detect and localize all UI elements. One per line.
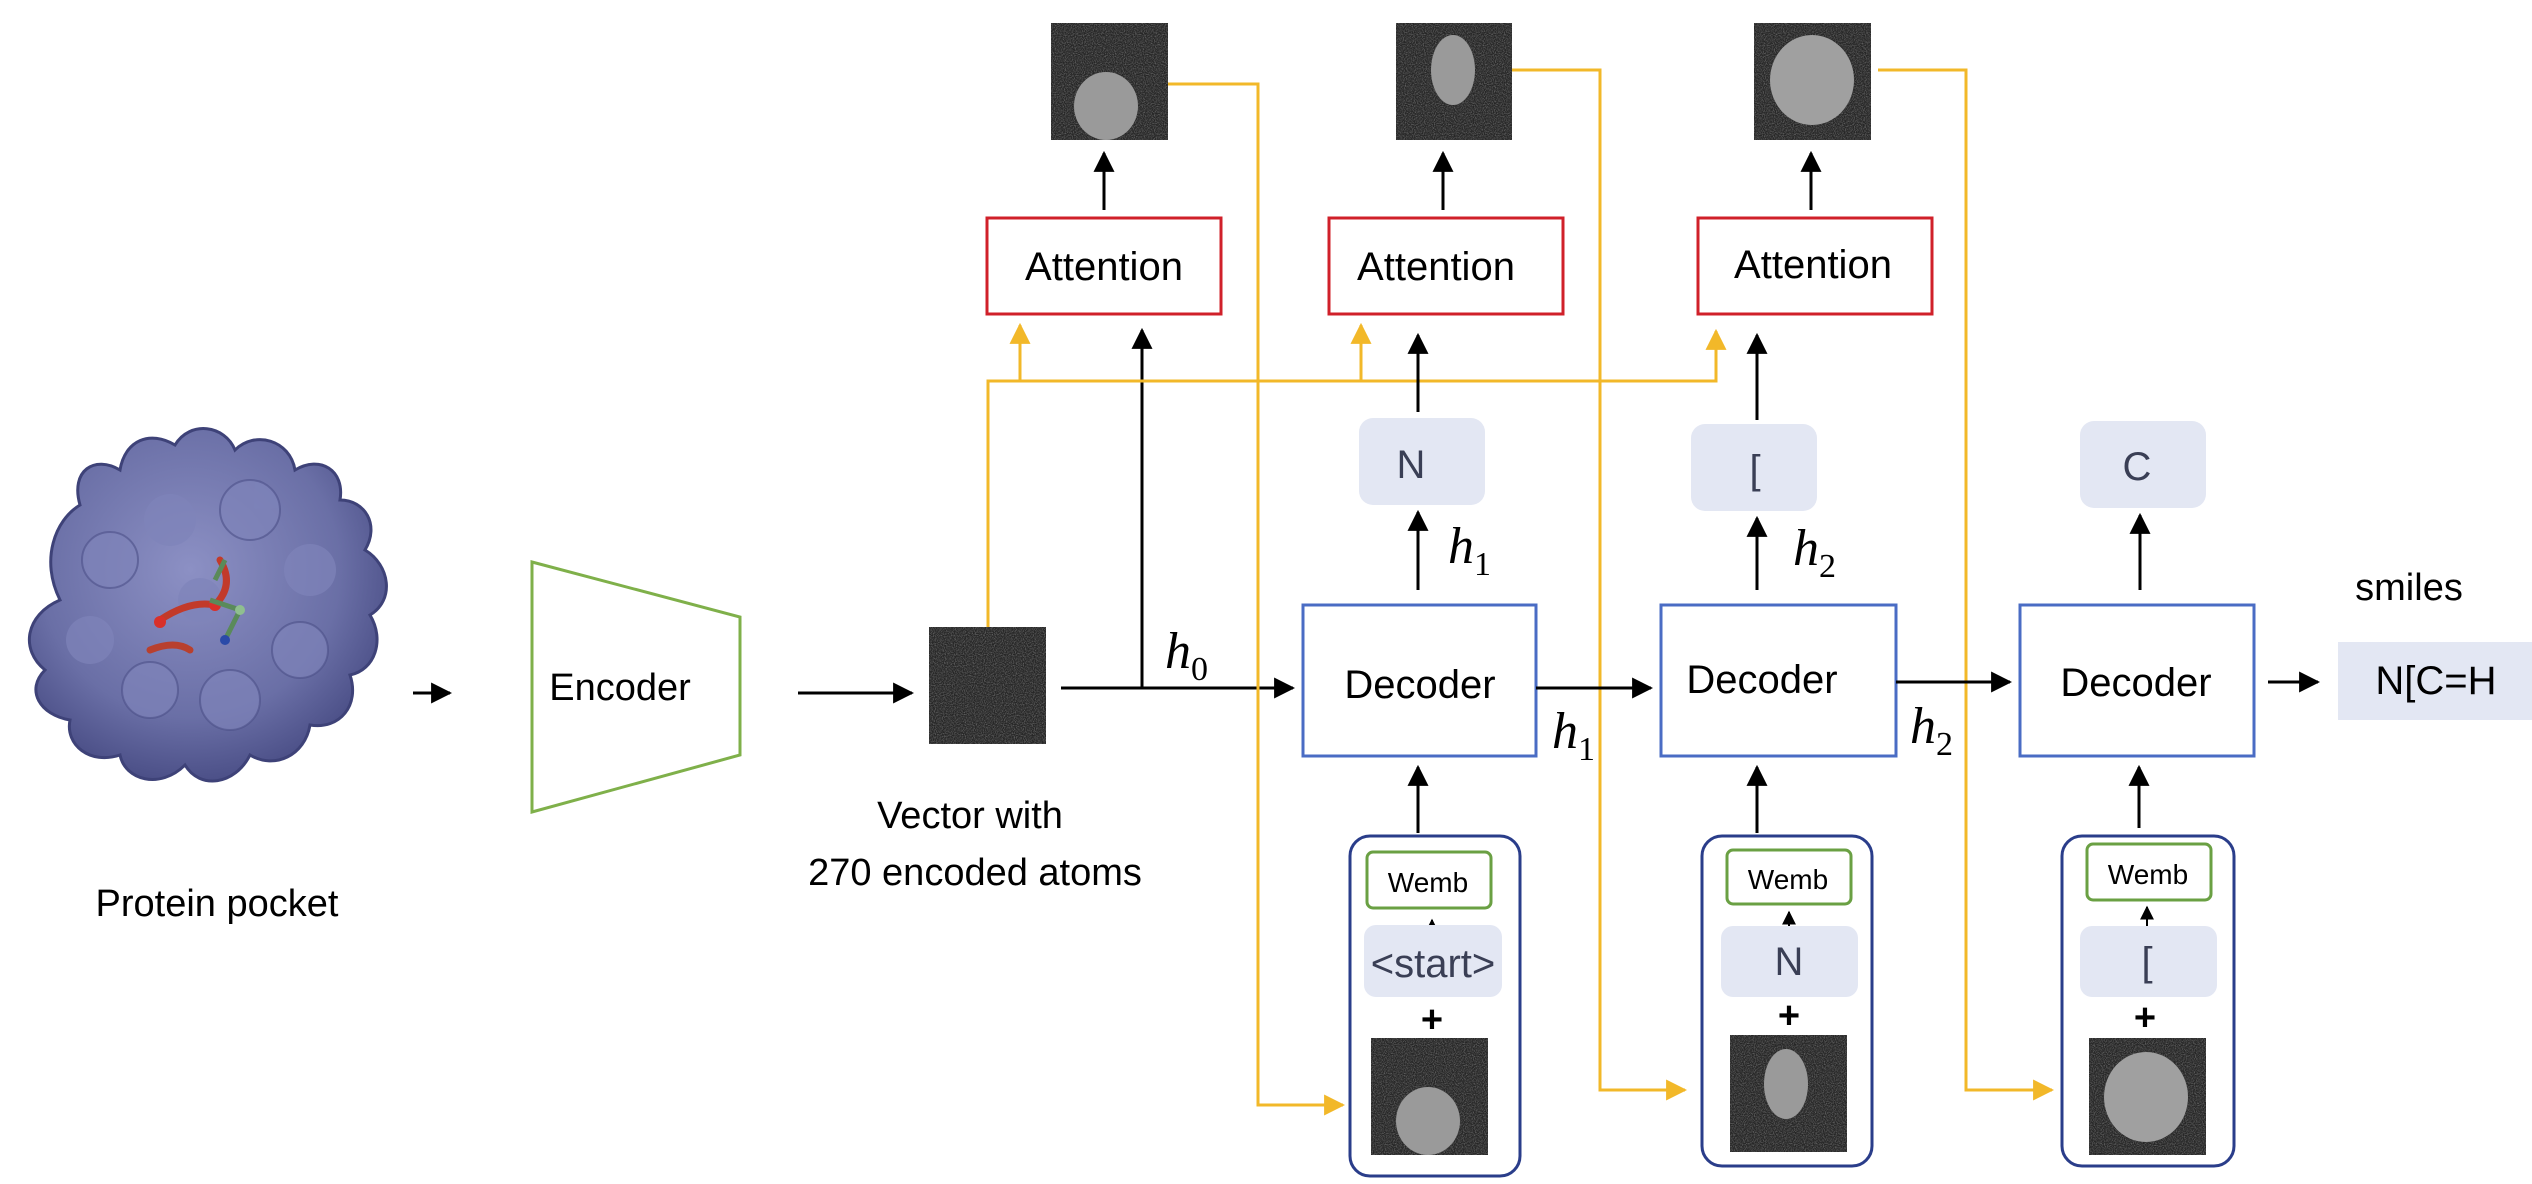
protein-pocket-label: Protein pocket — [96, 883, 339, 925]
plus-sign-2: + — [1778, 995, 1800, 1037]
smiles-label: smiles — [2355, 567, 2463, 609]
decoder-block-1-label: Decoder — [1344, 663, 1495, 707]
output-token-1: N — [1397, 443, 1426, 487]
h2-label-top: h2 — [1793, 520, 1836, 585]
input-attention-map-1 — [1371, 1038, 1488, 1155]
h2-label-bottom: h2 — [1910, 698, 1953, 763]
output-token-3: C — [2123, 445, 2152, 489]
decoder-block-1 — [1301, 603, 1538, 758]
output-token-2-box — [1691, 424, 1817, 511]
attention-box-2 — [1327, 216, 1565, 316]
input-token-2: N — [1775, 940, 1804, 984]
h1-label-bottom: h1 — [1552, 703, 1595, 768]
attention-box-3-label: Attention — [1734, 243, 1892, 287]
wemb-box-2 — [1725, 848, 1853, 906]
smiles-output-box — [2338, 642, 2532, 720]
attention-map-3 — [1754, 23, 1871, 140]
input-token-3: [ — [2141, 940, 2152, 984]
input-attention-map-3 — [2089, 1038, 2206, 1155]
input-token-2-box — [1721, 926, 1858, 997]
input-token-1: <start> — [1371, 942, 1496, 986]
output-token-1-box — [1359, 418, 1485, 505]
input-token-1-box — [1364, 925, 1502, 997]
h0-label: h0 — [1165, 623, 1208, 688]
attention-box-2-label: Attention — [1357, 245, 1515, 289]
attention-flow-lines — [986, 68, 2055, 1116]
attention-box-1-label: Attention — [1025, 245, 1183, 289]
wemb-label-1: Wemb — [1388, 867, 1468, 898]
decoder-block-3 — [2018, 603, 2256, 758]
h1-label-top: h1 — [1448, 518, 1491, 583]
smiles-output-value: N[C=H — [2375, 659, 2496, 703]
encoder-block — [530, 560, 742, 814]
plus-sign-3: + — [2134, 997, 2156, 1039]
decoder-block-2 — [1659, 603, 1898, 758]
encoded-vector-image — [929, 627, 1046, 744]
vector-caption-line2: 270 encoded atoms — [808, 852, 1142, 894]
input-token-3-box — [2080, 926, 2217, 997]
decoder-block-3-label: Decoder — [2060, 661, 2211, 705]
attention-map-2 — [1396, 23, 1512, 140]
input-attention-map-2 — [1730, 1035, 1847, 1152]
output-token-2: [ — [1749, 448, 1760, 492]
vector-caption-line1: Vector with — [877, 795, 1063, 837]
output-token-3-box — [2080, 421, 2206, 508]
encoder-label: Encoder — [549, 667, 691, 709]
attention-box-3 — [1696, 216, 1934, 316]
protein-pocket-image — [28, 427, 388, 783]
wemb-label-3: Wemb — [2108, 859, 2188, 890]
attention-box-1 — [985, 216, 1223, 316]
plus-sign-1: + — [1421, 999, 1443, 1041]
decoder-block-2-label: Decoder — [1686, 658, 1837, 702]
wemb-box-1 — [1365, 850, 1493, 910]
attention-map-1 — [1051, 23, 1168, 140]
wemb-label-2: Wemb — [1748, 864, 1828, 895]
wemb-box-3 — [2085, 842, 2213, 902]
